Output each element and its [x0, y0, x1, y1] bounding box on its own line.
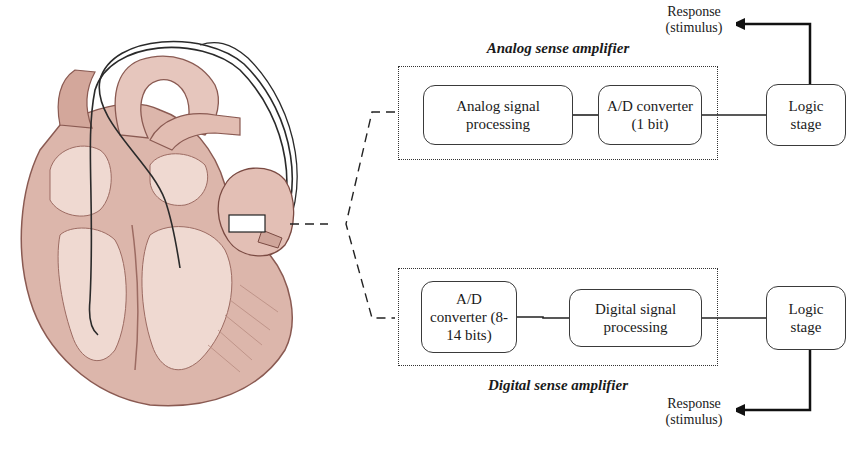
logic-box: Logic stage — [766, 84, 846, 146]
response-wire — [742, 24, 810, 85]
box-label: Logic stage — [773, 97, 839, 133]
processing-box: Analog signal processing — [423, 85, 573, 145]
left-ventricle — [142, 227, 232, 370]
pacemaker-can — [218, 168, 293, 256]
septum — [132, 225, 138, 370]
pulmonary-artery — [150, 114, 240, 150]
muscle-hatch — [208, 285, 278, 372]
right-ventricle — [58, 228, 126, 361]
sense-amplifier-marker — [229, 215, 265, 232]
box-label: A/D converter (1 bit) — [605, 97, 695, 133]
box-label: Analog signal processing — [430, 97, 566, 133]
response-label: Response (stimulus) — [652, 396, 736, 428]
vena-cava — [58, 70, 95, 128]
response-wire — [742, 350, 810, 410]
right-atrium — [50, 146, 111, 216]
logic-box: Logic stage — [766, 286, 846, 350]
group-heading: Analog sense amplifier — [359, 40, 757, 57]
box-label: A/D converter (8-14 bits) — [428, 290, 510, 344]
signal-line — [573, 114, 598, 116]
pacemaker-header — [258, 230, 282, 248]
signal-line — [702, 114, 766, 116]
sense-amplifier-group: Analog sense amplifierAnalog signal proc… — [398, 66, 718, 160]
response-label: Response (stimulus) — [652, 4, 736, 36]
dashed-bracket — [346, 112, 395, 318]
signal-line — [702, 317, 766, 319]
dashed-link — [290, 223, 328, 224]
signal-line — [517, 317, 569, 318]
converter-box: A/D converter (8-14 bits) — [421, 281, 517, 353]
group-heading: Digital sense amplifier — [359, 377, 757, 394]
converter-box: A/D converter (1 bit) — [598, 85, 702, 145]
box-label: Digital signal processing — [576, 300, 695, 336]
processing-box: Digital signal processing — [569, 289, 702, 347]
sense-amplifier-group: Digital sense amplifierA/D converter (8-… — [398, 268, 718, 366]
box-label: Logic stage — [773, 300, 839, 336]
left-atrium — [150, 154, 208, 206]
